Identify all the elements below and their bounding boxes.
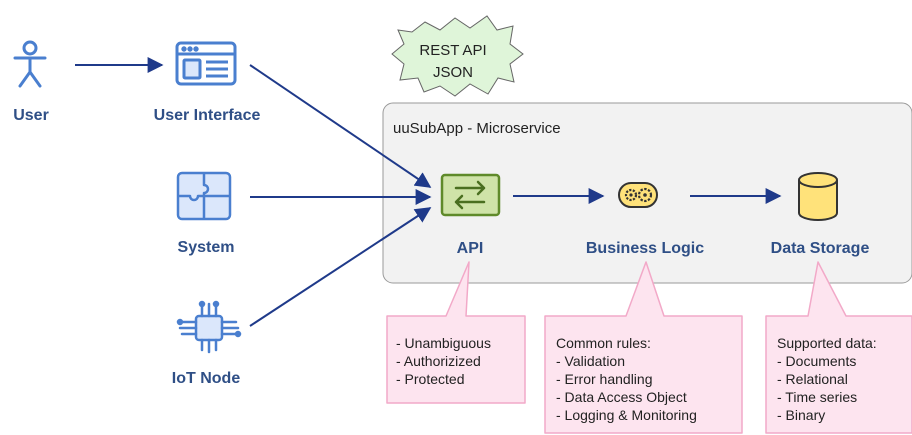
rest-api-cloud	[391, 15, 524, 97]
callout-business-logic-line: - Validation	[556, 353, 626, 369]
database-cylinder-icon	[798, 172, 838, 221]
callout-api	[386, 261, 526, 404]
browser-window-icon	[175, 41, 237, 86]
chip-icon	[176, 300, 242, 354]
callout-api-line: - Authorizized	[396, 353, 481, 369]
microservice-title: uuSubApp - Microservice	[393, 120, 561, 137]
arrow-ui-to-api	[249, 64, 432, 188]
component-label-api: API	[456, 240, 484, 257]
callout-api-text: - Unambiguous - Authorizized - Protected	[396, 334, 491, 388]
cloud-label: REST API JSON	[403, 40, 503, 84]
callout-business-logic-text: Common rules: - Validation - Error handl…	[556, 334, 697, 424]
puzzle-icon	[176, 171, 232, 221]
callout-business-logic-line: - Data Access Object	[556, 389, 687, 405]
callout-data-storage-line: - Time series	[777, 389, 858, 405]
user-icon	[13, 40, 47, 88]
cloud-line-2: JSON	[432, 64, 473, 81]
component-label-business-logic: Business Logic	[585, 240, 705, 257]
gears-icon	[618, 182, 658, 208]
actor-label-iot-node: IoT Node	[171, 370, 241, 387]
callout-data-storage-line: - Binary	[777, 407, 826, 423]
actor-label-user-interface: User Interface	[153, 107, 261, 124]
callout-data-storage-heading: Supported data:	[777, 335, 877, 351]
callout-business-logic-line: - Logging & Monitoring	[556, 407, 697, 423]
swap-arrows-icon	[440, 173, 501, 217]
callout-data-storage-text: Supported data: - Documents - Relational…	[777, 334, 877, 424]
callout-business-logic	[544, 261, 743, 434]
callout-api-line: - Unambiguous	[396, 335, 491, 351]
callout-business-logic-heading: Common rules:	[556, 335, 651, 351]
callout-data-storage-line: - Relational	[777, 371, 848, 387]
component-label-data-storage: Data Storage	[770, 240, 870, 257]
callout-data-storage-line: - Documents	[777, 353, 857, 369]
callout-api-line: - Protected	[396, 371, 465, 387]
callout-data-storage	[765, 261, 912, 434]
actor-label-system: System	[177, 239, 235, 256]
actor-label-user: User	[13, 107, 49, 124]
callout-business-logic-line: - Error handling	[556, 371, 653, 387]
arrow-iot-to-api	[249, 207, 432, 327]
cloud-line-1: REST API	[419, 42, 487, 59]
